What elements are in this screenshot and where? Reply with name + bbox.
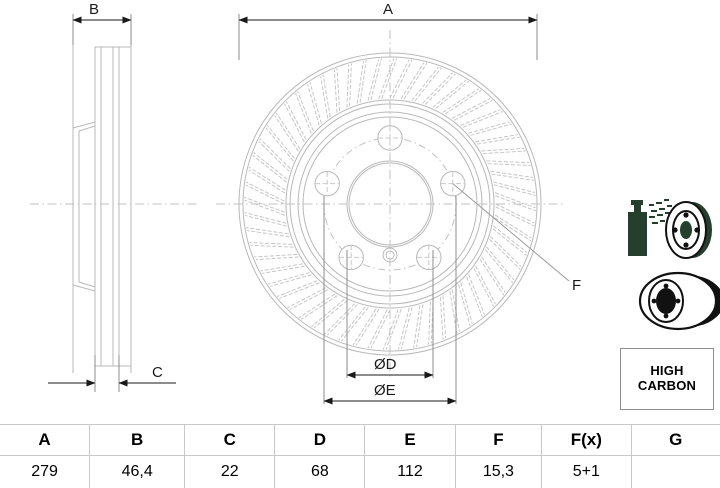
dimension-label-B: B [89,1,99,18]
table-header-cell-B: B [90,425,185,456]
table-header-cell-E: E [365,425,455,456]
table-value-cell-A: 279 [0,456,90,488]
dimension-label-diameter-E: ØE [374,382,396,399]
dimension-label-F: F [572,277,581,294]
table-value-cell-C: 22 [185,456,275,488]
high-carbon-line-2: CARBON [638,379,696,394]
table-value-cell-D: 68 [275,456,365,488]
table-header-cell-Fx: F(x) [542,425,631,456]
side-section-view [73,40,131,373]
table-header-cell-C: C [185,425,275,456]
dimension-label-diameter-D: ØD [374,356,397,373]
table-value-cell-E: 112 [365,456,455,488]
dimension-B [73,14,131,45]
table-header-cell-D: D [275,425,365,456]
spray-coating-disc-icon [618,194,720,262]
table-value-cell-B: 46,4 [90,456,185,488]
table-header-cell-F: F [455,425,542,456]
table-header-cell-G: G [631,425,720,456]
table-value-cell-Fx: 5+1 [542,456,631,488]
high-carbon-badge: HIGH CARBON [620,348,714,410]
table-header-cell-A: A [0,425,90,456]
high-carbon-line-1: HIGH [650,364,683,379]
leader-line-F [453,184,569,281]
dimension-label-C: C [152,364,163,381]
table-value-cell-G [631,456,720,488]
vented-brake-disc-icon [636,270,720,332]
table-value-cell-F: 15,3 [455,456,542,488]
dimension-label-A: A [383,1,393,18]
centre-axes [30,30,564,378]
